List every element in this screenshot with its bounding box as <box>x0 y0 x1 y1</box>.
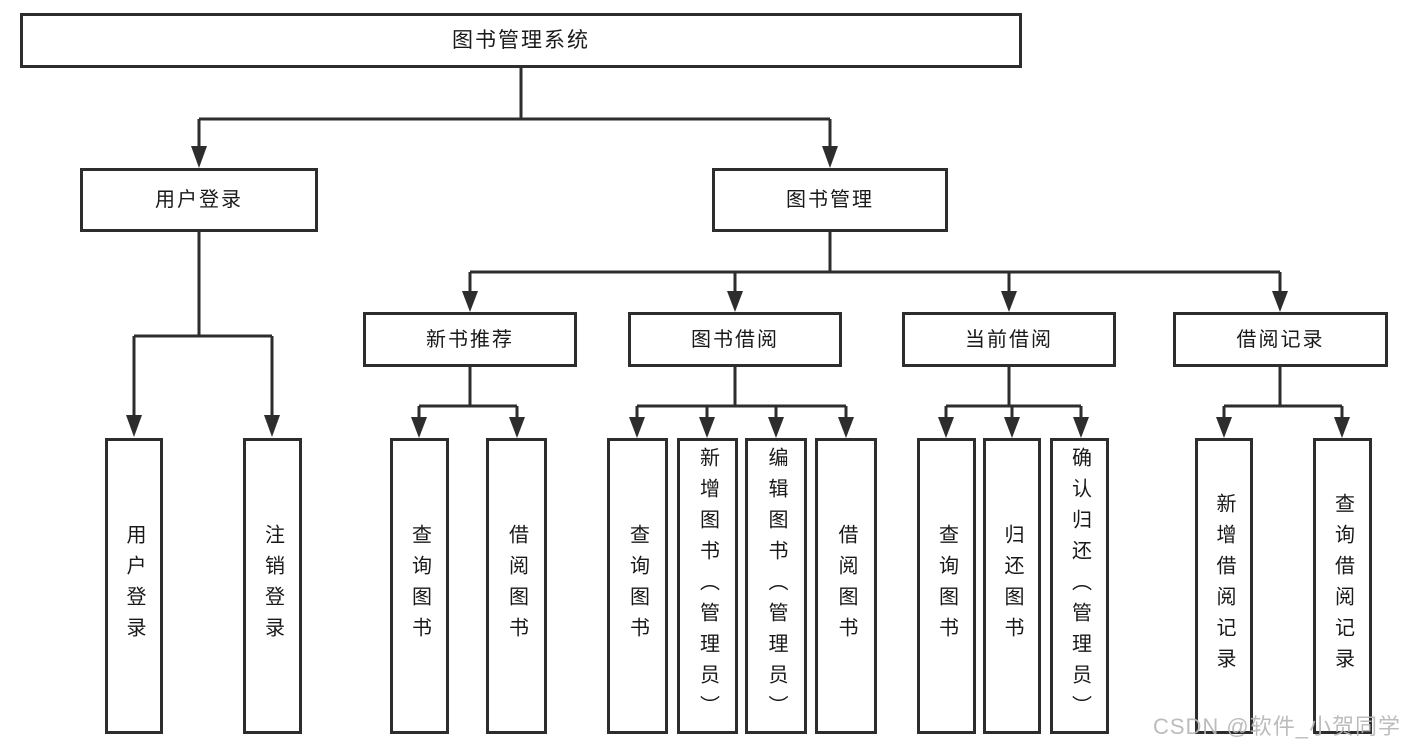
node-user-login: 用户登录 <box>80 168 318 232</box>
node-library-management-system: 图书管理系统 <box>20 13 1022 68</box>
connector-book-borrow-children <box>629 367 854 438</box>
connector-new-book-children <box>411 367 525 438</box>
leaf-query-books-borrow: 查询图书 <box>607 438 668 734</box>
node-current-borrow: 当前借阅 <box>902 312 1116 367</box>
leaf-return-books: 归还图书 <box>983 438 1041 734</box>
node-borrow-records: 借阅记录 <box>1173 312 1388 367</box>
leaf-query-books-current: 查询图书 <box>917 438 976 734</box>
leaf-logout-login: 注销登录 <box>243 438 302 734</box>
connector-root-to-level2 <box>191 68 838 168</box>
csdn-watermark: CSDN @软件_小贺同学 <box>1152 714 1401 739</box>
node-new-book-recommend: 新书推荐 <box>363 312 577 367</box>
leaf-add-books-admin: 新增图书（管理员） <box>677 438 738 734</box>
connector-current-borrow-children <box>938 367 1089 438</box>
connector-book-management-children <box>462 232 1288 312</box>
node-book-management: 图书管理 <box>712 168 948 232</box>
connector-borrow-record-children <box>1216 367 1350 438</box>
node-book-borrow: 图书借阅 <box>628 312 842 367</box>
leaf-query-books-recommend: 查询图书 <box>390 438 449 734</box>
leaf-borrow-books: 借阅图书 <box>815 438 877 734</box>
leaf-edit-books-admin: 编辑图书（管理员） <box>745 438 807 734</box>
leaf-borrow-books-recommend: 借阅图书 <box>486 438 547 734</box>
leaf-confirm-return-admin: 确认归还（管理员） <box>1050 438 1109 734</box>
leaf-add-borrow-record: 新增借阅记录 <box>1195 438 1253 734</box>
leaf-query-borrow-record: 查询借阅记录 <box>1313 438 1372 734</box>
leaf-user-login: 用户登录 <box>105 438 163 734</box>
connector-user-login-children <box>126 232 280 437</box>
